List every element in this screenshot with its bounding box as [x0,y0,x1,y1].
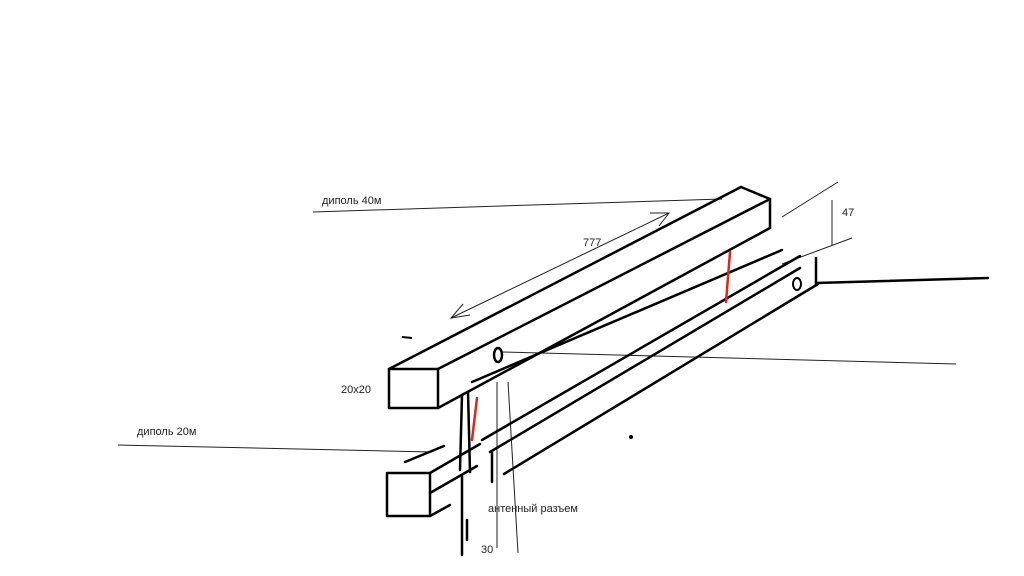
label-length-777: 777 [583,237,602,249]
lower-bar-mid [428,464,479,495]
stray-tick [401,336,413,339]
leader-mid [501,351,957,365]
label-antenna-connector: антенный разъем [488,503,578,515]
stray-dot [629,435,633,439]
plate-back-edge [488,266,802,454]
lower-profile-end [385,471,432,518]
leader-dipole-40m [312,198,723,213]
dim-47-ext-top [781,181,839,218]
label-dipole-40m: диполь 40м [322,195,382,207]
dim-777-line [450,212,670,319]
mast-right-a [466,390,472,474]
label-dim-30: 30 [481,544,494,556]
label-dipole-20m: диполь 20м [137,426,197,438]
upper-profile-end [387,367,440,410]
plate-front-face [502,282,820,476]
leader-dipole-20m [117,444,433,453]
lower-bar-stub [403,444,446,464]
plate-lower-edge [480,254,802,442]
feed-line [814,276,990,285]
upper-bar-far-top [739,185,772,201]
insulator-mark-near [470,396,479,442]
connector-hole-front [492,346,504,364]
mast-left-a [458,393,464,472]
upper-bar-bottom [436,226,772,410]
lower-bar-bottom [428,503,452,518]
insulator-marks [470,250,732,442]
dim-777-arrow-start [449,303,471,319]
label-dim-47: 47 [842,207,855,219]
label-profile-20x20: 20x20 [341,384,371,396]
upper-bar-top-back [387,185,743,371]
upper-bar-top-front [436,197,772,371]
connector-hole-rear [792,277,802,291]
lower-bar-top [428,442,482,475]
plate-upper-edge [470,248,784,384]
dim-777-arrow-end [650,212,671,227]
leader-lines [117,181,957,554]
insulator-mark-far [724,250,732,304]
boom-assembly [385,185,990,557]
